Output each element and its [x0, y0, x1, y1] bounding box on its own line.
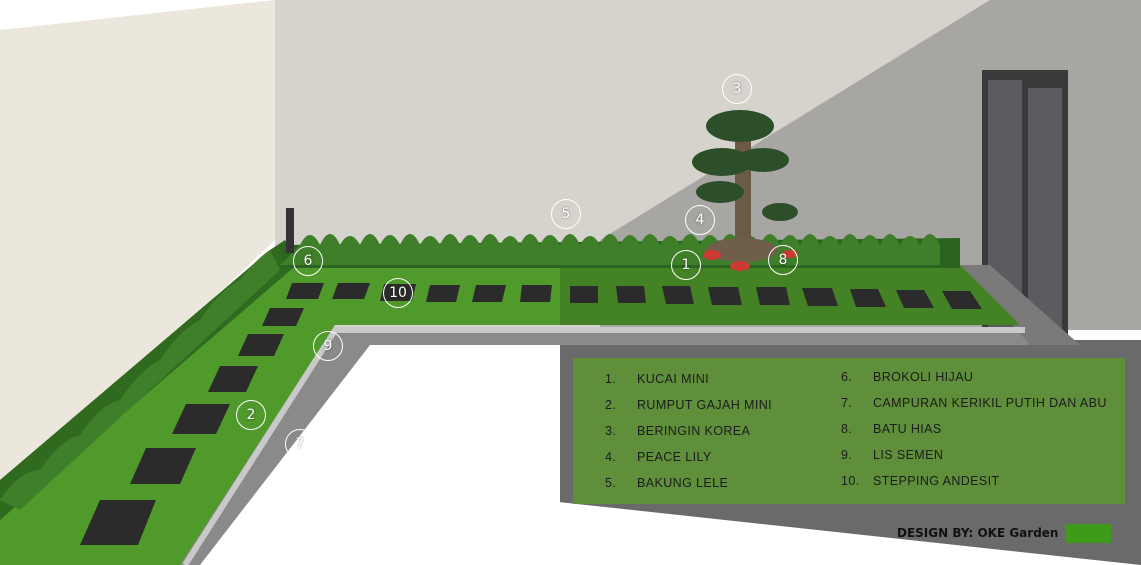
legend-item: 2. RUMPUT GAJAH MINI	[605, 392, 772, 418]
legend-number: 6.	[841, 370, 853, 384]
legend-panel: 1. KUCAI MINI 2. RUMPUT GAJAH MINI 3. BERIN…	[573, 358, 1125, 504]
legend-label: BROKOLI HIJAU	[873, 370, 974, 384]
legend-item: 5. BAKUNG LELE	[605, 470, 772, 496]
legend-label: BERINGIN KOREA	[637, 424, 751, 438]
stepping-stones	[80, 283, 982, 545]
legend-item: 4. PEACE LILY	[605, 444, 772, 470]
marker-7: 7	[285, 429, 315, 459]
legend-item: 10. STEPPING ANDESIT	[841, 468, 1107, 494]
legend-label: CAMPURAN KERIKIL PUTIH DAN ABU	[873, 396, 1107, 410]
legend-item: 8. BATU HIAS	[841, 416, 1107, 442]
grass-shadow	[560, 265, 1020, 325]
brand-swatch	[1065, 524, 1111, 543]
bonsai-tree	[692, 110, 798, 262]
legend-number: 1.	[605, 372, 617, 386]
legend-label: STEPPING ANDESIT	[873, 474, 1000, 488]
legend-number: 7.	[841, 396, 853, 410]
marker-8: 8	[768, 245, 798, 275]
legend-number: 10.	[841, 474, 860, 488]
legend-item: 9. LIS SEMEN	[841, 442, 1107, 468]
marker-5: 5	[551, 199, 581, 229]
marker-9: 9	[313, 331, 343, 361]
white-floor	[195, 345, 560, 565]
legend-number: 8.	[841, 422, 853, 436]
legend-label: BATU HIAS	[873, 422, 942, 436]
cement-edge	[182, 327, 1025, 565]
marker-4: 4	[685, 205, 715, 235]
design-credit: DESIGN BY: OKE Garden	[897, 526, 1059, 540]
marker-2: 2	[236, 400, 266, 430]
legend-label: RUMPUT GAJAH MINI	[637, 398, 773, 412]
marker-10: 10	[383, 278, 413, 308]
legend-item: 3. BERINGIN KOREA	[605, 418, 772, 444]
legend-label: PEACE LILY	[637, 450, 712, 464]
garden-lamp	[286, 208, 294, 253]
legend-column-left: 1. KUCAI MINI 2. RUMPUT GAJAH MINI 3. BERIN…	[605, 366, 772, 496]
legend-item: 7. CAMPURAN KERIKIL PUTIH DAN ABU	[841, 390, 1107, 416]
marker-1: 1	[671, 250, 701, 280]
left-wall	[0, 0, 275, 500]
gravel-right	[960, 265, 1080, 345]
legend-item: 1. KUCAI MINI	[605, 366, 772, 392]
legend-label: KUCAI MINI	[637, 372, 710, 386]
legend-number: 4.	[605, 450, 617, 464]
legend-column-right: 6. BROKOLI HIJAU 7. CAMPURAN KERIKIL PUTIH…	[841, 364, 1107, 494]
legend-label: BAKUNG LELE	[637, 476, 729, 490]
legend-number: 5.	[605, 476, 617, 490]
marker-6: 6	[293, 246, 323, 276]
marker-3: 3	[722, 74, 752, 104]
legend-number: 9.	[841, 448, 853, 462]
legend-number: 2.	[605, 398, 617, 412]
legend-item: 6. BROKOLI HIJAU	[841, 364, 1107, 390]
legend-label: LIS SEMEN	[873, 448, 944, 462]
legend-number: 3.	[605, 424, 617, 438]
